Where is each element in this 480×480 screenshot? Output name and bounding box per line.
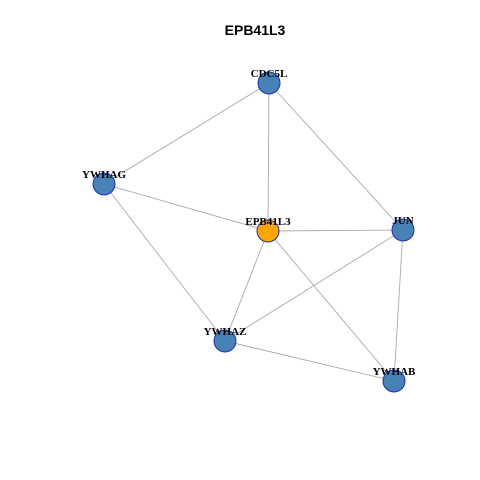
- node-epb41l3: [256, 219, 280, 243]
- edge-jun-ywhab: [393, 229, 404, 382]
- node-label-ywhag: YWHAG: [82, 169, 126, 181]
- node-label-ywhaz: YWHAZ: [204, 326, 247, 338]
- node-label-epb41l3: EPB41L3: [245, 216, 291, 228]
- node-ywhab: [382, 369, 406, 393]
- node-label-cdc5l: CDC5L: [251, 68, 288, 80]
- edge-jun-ywhaz: [224, 229, 404, 342]
- node-jun: [391, 218, 415, 242]
- edges-layer: [103, 82, 404, 382]
- node-label-jun: JUN: [392, 215, 413, 227]
- edge-cdc5l-epb41l3: [267, 82, 270, 232]
- labels-layer: CDC5L YWHAG EPB41L3 JUN YWHAZ YWHAB: [82, 68, 416, 378]
- edge-ywhaz-ywhab: [224, 340, 395, 382]
- diagram-title: EPB41L3: [225, 22, 286, 38]
- nodes-layer: [92, 71, 415, 393]
- edge-epb41l3-jun: [267, 229, 404, 232]
- node-cdc5l: [257, 71, 281, 95]
- edge-epb41l3-ywhab: [267, 230, 395, 382]
- edge-ywhag-epb41l3: [103, 183, 269, 232]
- node-label-ywhab: YWHAB: [373, 366, 416, 378]
- node-ywhag: [92, 172, 116, 196]
- node-ywhaz: [213, 329, 237, 353]
- edge-cdc5l-jun: [268, 82, 404, 231]
- edge-cdc5l-ywhag: [103, 82, 270, 185]
- edge-ywhag-ywhaz: [103, 183, 226, 342]
- edge-epb41l3-ywhaz: [224, 230, 269, 342]
